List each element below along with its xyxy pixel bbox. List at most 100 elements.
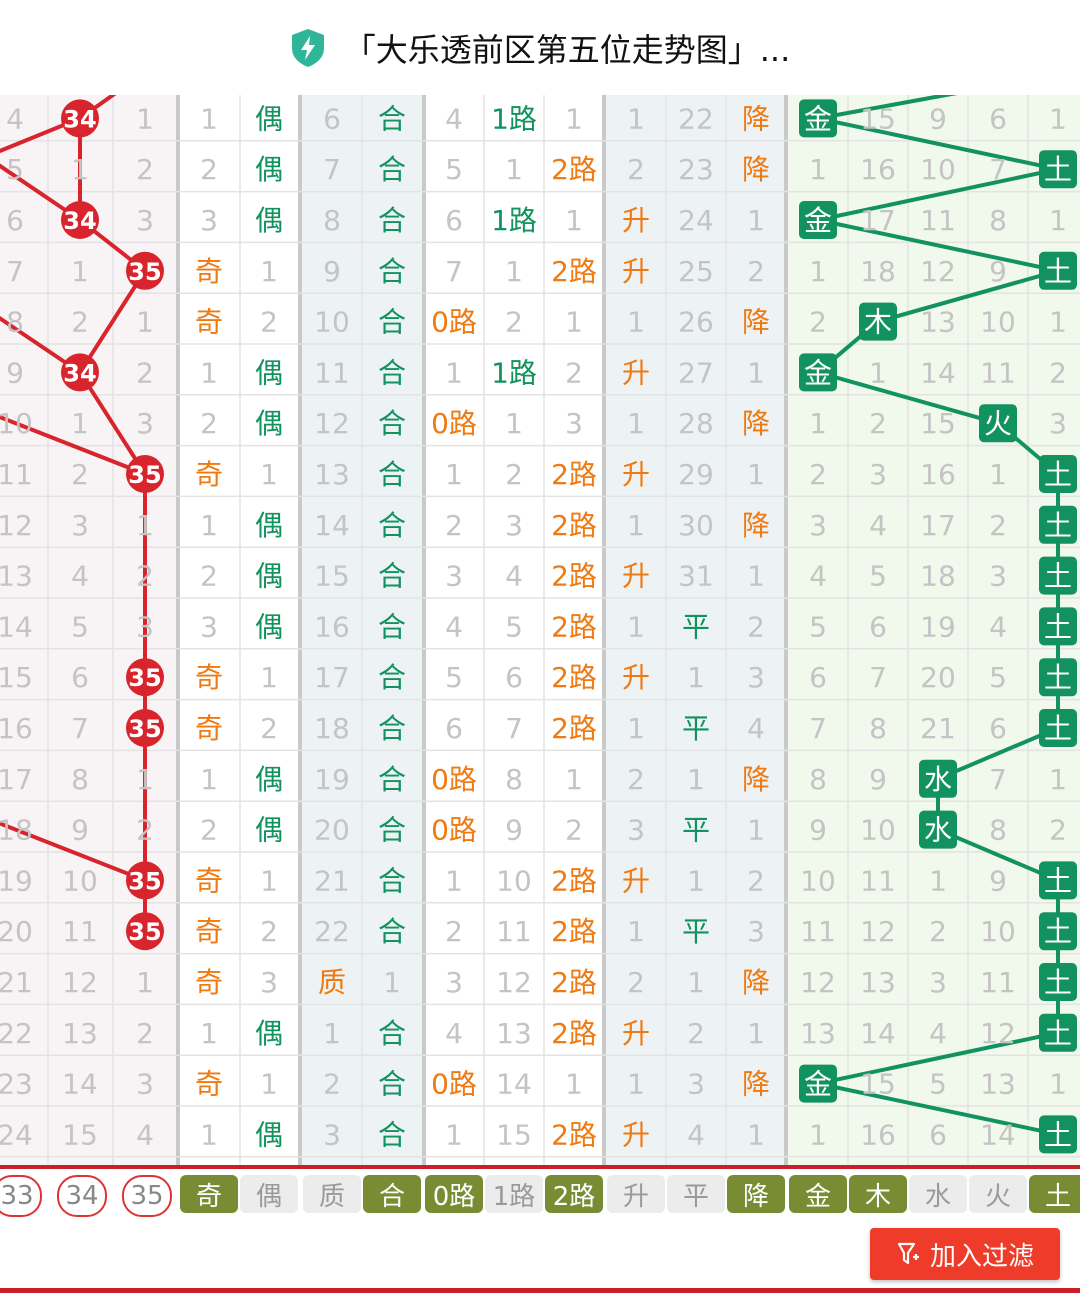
cell-value: 16 [0, 712, 33, 745]
cell-value: 合 [378, 560, 406, 593]
cell-value: 1 [627, 102, 645, 135]
app-header: 「大乐透前区第五位走势图」... [0, 0, 1080, 95]
green-box-marker [799, 353, 837, 392]
cell-value: 4 [747, 712, 765, 745]
cell-value: 土 [1044, 915, 1072, 948]
green-box-marker [1039, 251, 1077, 290]
cell-value: 12 [314, 407, 350, 440]
filter-chip[interactable]: 降 [727, 1175, 785, 1213]
cell-value: 12 [62, 966, 98, 999]
filter-chip[interactable]: 1路 [485, 1175, 543, 1213]
filter-chip[interactable]: 水 [909, 1175, 967, 1213]
filter-chip[interactable]: 34 [57, 1175, 107, 1217]
cell-value: 2 [989, 509, 1007, 542]
filter-chip[interactable]: 质 [303, 1175, 361, 1213]
cell-value: 1 [627, 915, 645, 948]
filter-chip[interactable]: 0路 [425, 1175, 483, 1213]
cell-value: 2路 [551, 255, 597, 288]
cell-value: 奇 [195, 915, 223, 948]
filter-chip[interactable]: 偶 [240, 1175, 298, 1213]
cell-value: 9 [989, 864, 1007, 897]
cell-value: 28 [678, 407, 714, 440]
cell-value: 1 [809, 1118, 827, 1151]
cell-value: 2 [323, 1068, 341, 1101]
green-box-marker [799, 1064, 837, 1103]
cell-value: 3 [809, 509, 827, 542]
cell-value: 2 [627, 966, 645, 999]
cell-value: 金 [804, 356, 832, 389]
cell-value: 14 [860, 1017, 896, 1050]
cell-value: 1 [929, 864, 947, 897]
cell-value: 1 [445, 458, 463, 491]
green-box-marker [919, 759, 957, 798]
cell-value: 金 [804, 102, 832, 135]
cell-value: 3 [505, 509, 523, 542]
cell-value: 2路 [551, 153, 597, 186]
cell-value: 1 [200, 102, 218, 135]
filter-add-icon [897, 1242, 919, 1265]
cell-value: 8 [505, 763, 523, 796]
filter-chip[interactable]: 合 [363, 1175, 421, 1213]
cell-value: 12 [496, 966, 532, 999]
page-title: 「大乐透前区第五位走势图」... [343, 30, 791, 69]
cell-value: 10 [980, 915, 1016, 948]
cell-value: 1 [71, 407, 89, 440]
cell-value: 1 [136, 509, 154, 542]
cell-value: 2路 [551, 712, 597, 745]
green-box-marker [1039, 1115, 1077, 1154]
green-box-marker [1039, 556, 1077, 595]
cell-value: 5 [445, 153, 463, 186]
cell-value: 9 [989, 255, 1007, 288]
filter-chip[interactable]: 金 [789, 1175, 847, 1213]
cell-value: 降 [742, 966, 770, 999]
cell-value: 4 [989, 610, 1007, 643]
filter-chip[interactable]: 33 [0, 1175, 42, 1217]
cell-value: 合 [378, 204, 406, 237]
filter-chip[interactable]: 火 [969, 1175, 1027, 1213]
cell-value: 奇 [195, 1068, 223, 1101]
cell-value: 3 [747, 661, 765, 694]
green-box-marker [919, 810, 957, 849]
filter-chip[interactable]: 升 [607, 1175, 665, 1213]
cell-value: 土 [1044, 661, 1072, 694]
filter-chip[interactable]: 2路 [545, 1175, 603, 1213]
cell-value: 15 [920, 407, 956, 440]
cell-value: 26 [678, 306, 714, 339]
cell-value: 1 [747, 356, 765, 389]
cell-value: 偶 [255, 204, 283, 237]
cell-value: 2 [929, 915, 947, 948]
cell-value: 1 [627, 509, 645, 542]
cell-value: 合 [378, 458, 406, 491]
cell-value: 10 [860, 814, 896, 847]
bottom-divider [0, 1288, 1080, 1293]
cell-value: 2 [71, 458, 89, 491]
cell-value: 1 [627, 1068, 645, 1101]
cell-value: 7 [323, 153, 341, 186]
green-box-marker [1039, 963, 1077, 1001]
cell-value: 1 [260, 458, 278, 491]
cell-value: 15 [496, 1118, 532, 1151]
cell-value: 13 [800, 1017, 836, 1050]
cell-value: 8 [323, 204, 341, 237]
cell-value: 9 [809, 814, 827, 847]
cell-value: 1 [747, 1118, 765, 1151]
cell-value: 1 [136, 306, 154, 339]
cell-value: 11 [314, 356, 350, 389]
filter-chip[interactable]: 土 [1029, 1175, 1080, 1213]
cell-value: 0路 [431, 306, 477, 339]
cell-value: 1 [200, 356, 218, 389]
add-filter-button[interactable]: 加入过滤 [870, 1228, 1060, 1280]
filter-chip[interactable]: 木 [849, 1175, 907, 1213]
filter-chip[interactable]: 平 [667, 1175, 725, 1213]
red-trend-segment [0, 414, 146, 476]
cell-value: 3 [445, 560, 463, 593]
cell-value: 4 [136, 1118, 154, 1151]
filter-chip[interactable]: 35 [122, 1175, 172, 1217]
cell-value: 3 [445, 966, 463, 999]
cell-value: 15 [860, 102, 896, 135]
filter-chip[interactable]: 奇 [180, 1175, 238, 1213]
cell-value: 2 [136, 153, 154, 186]
cell-value: 1 [565, 1068, 583, 1101]
